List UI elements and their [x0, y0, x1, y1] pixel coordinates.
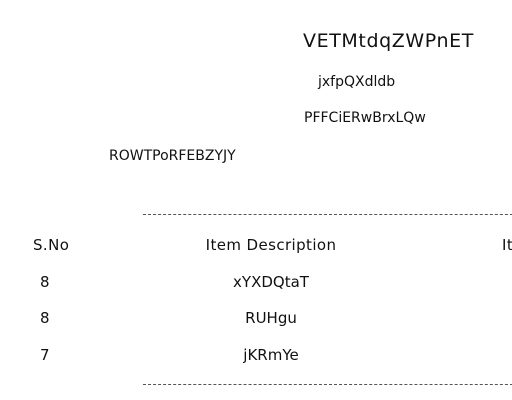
document-code: PFFCiERwBrxLQw — [304, 110, 426, 126]
column-header-item-description: Item Description — [205, 236, 337, 254]
document-reference: ROWTPoRFEBZYJY — [109, 148, 236, 164]
table-row-2-description: jKRmYe — [243, 346, 299, 364]
table-row-1-description: RUHgu — [245, 309, 297, 327]
table-row-0-sno: 8 — [40, 273, 50, 291]
document-title: VETMtdqZWPnET — [303, 30, 474, 52]
table-row-2-sno: 7 — [40, 346, 50, 364]
column-header-sno: S.No — [33, 236, 70, 254]
table-bottom-divider — [143, 384, 512, 385]
table-row-0-description: xYXDQtaT — [233, 273, 309, 291]
column-header-truncated: It — [502, 236, 512, 254]
table-top-divider — [143, 214, 512, 215]
document-subtitle: jxfpQXdldb — [318, 74, 396, 90]
table-row-1-sno: 8 — [40, 309, 50, 327]
